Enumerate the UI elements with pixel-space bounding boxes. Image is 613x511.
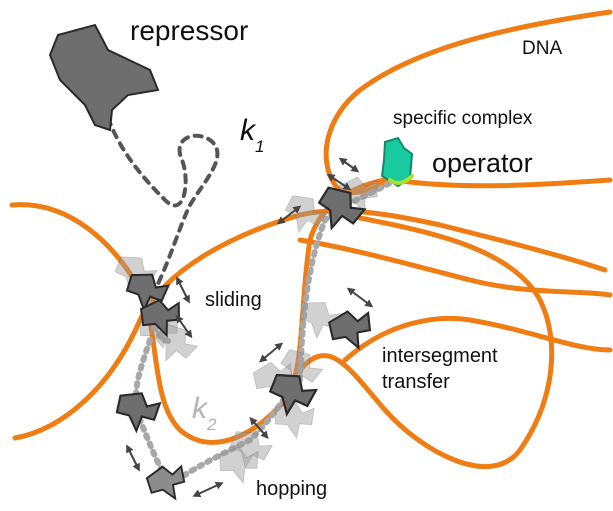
k1-label: k1 — [240, 114, 264, 156]
dna-label: DNA — [522, 38, 562, 59]
repressor-label: repressor — [130, 15, 248, 46]
operator-site — [380, 136, 414, 188]
k2-label: k2 — [192, 392, 217, 434]
specific-complex-label: specific complex — [393, 108, 533, 129]
k1-search-path — [106, 116, 220, 292]
operator-binding-edge — [388, 174, 414, 185]
k2-letter: k — [192, 392, 209, 425]
protein-hopping-bottom — [142, 458, 194, 508]
dna-strand-inner-loop — [342, 315, 613, 363]
sliding-label: sliding — [205, 289, 262, 311]
hopping-label: hopping — [256, 478, 327, 500]
k1-subscript: 1 — [255, 137, 264, 156]
dna-strand-right-upper — [297, 237, 613, 298]
k2-subscript: 2 — [206, 415, 217, 434]
dna-strand-right-curve — [297, 212, 555, 470]
motion-arrows — [126, 157, 374, 497]
k2-hopping-path — [132, 337, 293, 490]
intersegment-label: intersegment — [382, 345, 498, 367]
operator-label: operator — [432, 148, 533, 178]
repressor-proteins — [48, 23, 380, 508]
transfer-label: transfer — [382, 371, 450, 393]
protein-intersegment — [324, 304, 380, 356]
protein-hopping-left — [114, 390, 162, 434]
repressor-free-protein — [48, 23, 160, 132]
k1-letter: k — [240, 114, 257, 147]
